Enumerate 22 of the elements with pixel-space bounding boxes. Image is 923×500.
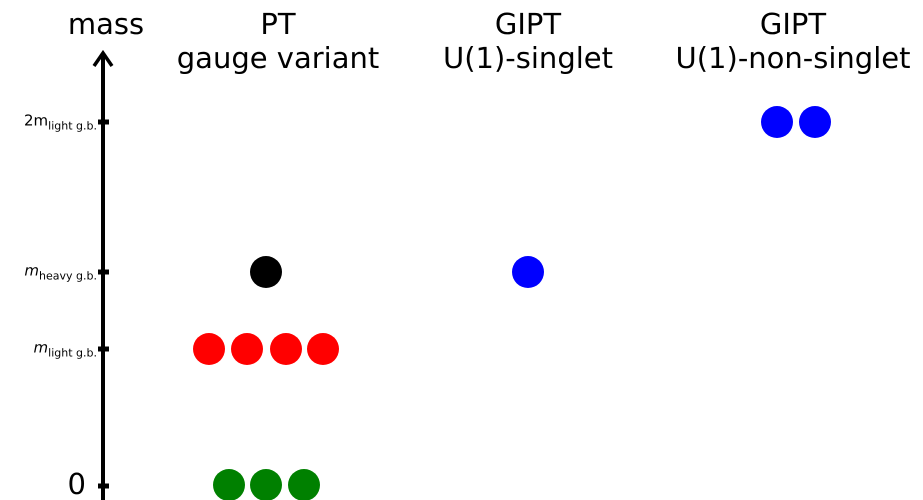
column-subheading: U(1)-non-singlet	[676, 42, 910, 74]
particle-dot	[213, 469, 245, 500]
column-heading: GIPT	[760, 8, 826, 40]
particle-dot	[270, 333, 302, 365]
particle-dot	[799, 106, 831, 138]
particle-dot	[288, 469, 320, 500]
particle-dot	[307, 333, 339, 365]
column-subheading: gauge variant	[176, 42, 380, 74]
column-heading: PT	[260, 8, 296, 40]
particle-dot	[761, 106, 793, 138]
axis-title: mass	[68, 8, 144, 40]
tick-label: m$_{heavy g.b.}$	[24, 262, 97, 282]
particle-dot	[193, 333, 225, 365]
particle-dot	[231, 333, 263, 365]
tick-label: m$_{light g.b.}$	[34, 338, 97, 360]
particle-dot	[512, 256, 544, 288]
column-heading: GIPT	[494, 8, 562, 40]
particle-dot	[250, 256, 282, 288]
column-subheading: U(1)-singlet	[443, 42, 613, 74]
tick-label: 0	[68, 467, 86, 500]
particle-dot	[250, 469, 282, 500]
tick-label: 2m$_{light g.b.}$	[24, 112, 97, 132]
